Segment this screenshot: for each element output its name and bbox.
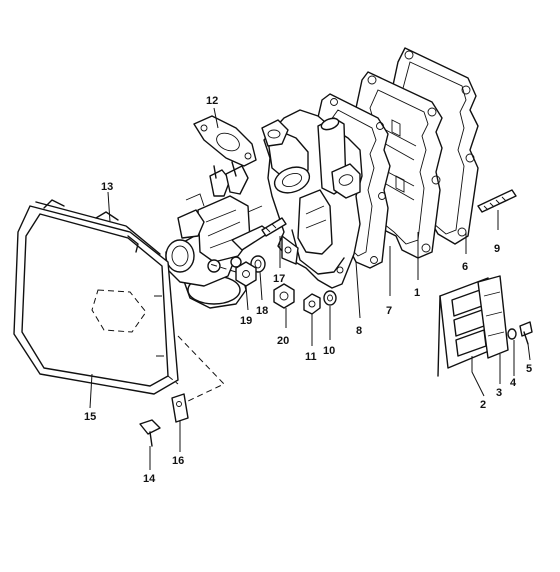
callout-17: 17 — [273, 273, 285, 285]
bracket-part-16 — [171, 393, 189, 423]
callout-15: 15 — [84, 411, 96, 423]
gasket-part-12 — [193, 115, 257, 167]
silencer-case-part-15 — [13, 199, 179, 395]
nut-part-19 — [235, 261, 257, 287]
stud-part-17 — [261, 217, 287, 237]
callout-16: 16 — [172, 455, 184, 467]
callout-12: 12 — [206, 95, 218, 107]
callout-2: 2 — [480, 399, 486, 411]
nut-part-20 — [273, 283, 295, 309]
callout-4: 4 — [510, 377, 517, 389]
callout-labels: 1 2 3 4 5 6 7 8 9 10 11 12 13 14 15 16 1… — [84, 95, 532, 485]
callout-3: 3 — [496, 387, 502, 399]
nut-part-11 — [303, 293, 321, 315]
carburetor-assembly — [165, 161, 271, 309]
screw-part-14 — [139, 419, 161, 447]
callout-7: 7 — [386, 305, 392, 317]
silencer-cover-part-13 — [35, 201, 161, 255]
callout-10: 10 — [323, 345, 335, 357]
callout-5: 5 — [526, 363, 532, 375]
callout-11: 11 — [305, 351, 317, 363]
washer-part-4 — [507, 328, 517, 340]
callout-8: 8 — [356, 325, 362, 337]
callout-leaders — [89, 107, 531, 470]
callout-9: 9 — [494, 243, 500, 255]
callout-19: 19 — [240, 315, 252, 327]
callout-14: 14 — [143, 473, 156, 485]
screw-part-5 — [519, 321, 533, 345]
intake-manifold-part-8 — [261, 109, 363, 289]
stud-bolt-part-9 — [477, 189, 517, 213]
callout-1: 1 — [414, 287, 420, 299]
nut-part-10 — [323, 290, 337, 306]
callout-20: 20 — [277, 335, 289, 347]
callout-13: 13 — [101, 181, 113, 193]
assembly-guide-lines — [167, 263, 237, 403]
callout-6: 6 — [462, 261, 468, 273]
callout-18: 18 — [256, 305, 268, 317]
reed-stopper-part-3 — [477, 275, 509, 359]
